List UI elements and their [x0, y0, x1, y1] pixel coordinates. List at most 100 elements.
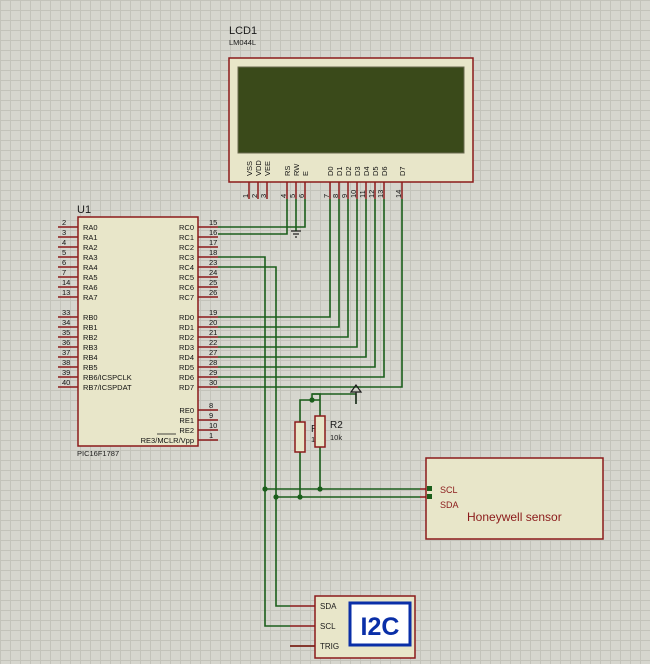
wire-rd7-d7	[218, 199, 403, 388]
mcu-left-pin-number: 4	[62, 238, 66, 247]
mcu-left-pin-name: RB6/ICSPCLK	[83, 373, 132, 382]
wire-vcc	[312, 393, 357, 404]
mcu-right-pin-number: 20	[209, 318, 217, 327]
mcu-right-pin-name: RD0	[179, 313, 194, 322]
wire-r2-top	[311, 393, 321, 416]
mcu-right-pin-name: RC5	[179, 273, 194, 282]
junctions	[262, 397, 323, 500]
resistor-r2-body	[314, 415, 326, 448]
mcu-right-pin-name: RC2	[179, 243, 194, 252]
mcu-right-pin-name: RE2	[179, 426, 194, 435]
resistor-r2[interactable]: R2 10k	[314, 415, 343, 448]
resistor-r1-body	[294, 421, 306, 453]
lcd-pin-name: VEE	[263, 161, 272, 176]
mcu-right-pin-number: 9	[209, 411, 213, 420]
mcu-right-pin-name: RD7	[179, 383, 194, 392]
mcu-right-pin-name: RD4	[179, 353, 194, 362]
mcu-left-pin-name: RB1	[83, 323, 98, 332]
mcu-left-pin-group: 2RA03RA14RA25RA36RA47RA514RA613RA733RB03…	[58, 218, 132, 392]
wire-rd2-d2	[218, 199, 349, 338]
lcd-pin-name: D7	[398, 166, 407, 176]
mcu-left-pin-name: RA7	[83, 293, 98, 302]
sensor-scl-pad	[427, 486, 432, 491]
mcu-left-pin-name: RB7/ICSPDAT	[83, 383, 132, 392]
mcu-left-pin-name: RB5	[83, 363, 98, 372]
wire-rc3-scl	[218, 256, 290, 627]
mcu-right-pin-number: 25	[209, 278, 217, 287]
mcu-pic[interactable]: U1 PIC16F1787 2RA03RA14RA25RA36RA47RA514…	[58, 204, 218, 458]
sensor-sda-label: SDA	[440, 500, 459, 510]
mcu-left-pin-name: RB2	[83, 333, 98, 342]
wires	[218, 199, 420, 647]
lcd-pin-name: RS	[283, 166, 292, 176]
lcd-pin-number: 8	[331, 194, 340, 198]
mcu-left-pin-name: RA0	[83, 223, 98, 232]
mcu-right-pin-name: RC1	[179, 233, 194, 242]
mcu-right-pin-number: 21	[209, 328, 217, 337]
lcd-pin-number: 13	[376, 190, 385, 198]
resistor-r2-ref: R2	[330, 420, 343, 431]
lcd-pin-number: 7	[322, 194, 331, 198]
lcd-pin-number: 11	[358, 190, 367, 198]
i2c-scl-label: SCL	[320, 622, 336, 631]
lcd-ref-label: LCD1	[229, 25, 257, 37]
mcu-left-pin-number: 5	[62, 248, 66, 257]
lcd-pin-number: 4	[279, 194, 288, 198]
wire-rd5-d5	[218, 199, 376, 368]
mcu-right-pin-number: 18	[209, 248, 217, 257]
junction-dot	[309, 397, 315, 403]
i2c-debugger[interactable]: SDA SCL TRIG I2C	[290, 595, 416, 659]
lcd-part-label: LM044L	[229, 38, 256, 47]
mcu-right-pin-number: 29	[209, 368, 217, 377]
lcd-pin-name: VDD	[254, 160, 263, 176]
mcu-right-pin-name: RC6	[179, 283, 194, 292]
i2c-badge-label: I2C	[361, 613, 400, 641]
mcu-right-pin-number: 30	[209, 378, 217, 387]
lcd-display[interactable]: LCD1 LM044L VSS1VDD2VEE3RS4RW5E6D07D18D2…	[228, 25, 474, 199]
sensor-title: Honeywell sensor	[467, 510, 562, 524]
lcd-pin-name: D2	[344, 166, 353, 176]
mcu-right-pin-number: 23	[209, 258, 217, 267]
mcu-right-pin-name: RD6	[179, 373, 194, 382]
mcu-left-pin-name: RB0	[83, 313, 98, 322]
junction-dot	[273, 494, 279, 500]
i2c-sda-label: SDA	[320, 602, 337, 611]
sensor-body	[425, 457, 604, 540]
mcu-right-pin-number: 22	[209, 338, 217, 347]
lcd-pin-number: 14	[394, 190, 403, 198]
i2c-trig-label: TRIG	[320, 642, 339, 651]
lcd-pin-number: 10	[349, 190, 358, 198]
lcd-pin-name: D5	[371, 166, 380, 176]
power-terminal	[349, 383, 363, 404]
mcu-left-pin-number: 39	[62, 368, 70, 377]
mcu-left-pin-number: 38	[62, 358, 70, 367]
mcu-right-pin-name: RD5	[179, 363, 194, 372]
sensor-sda-pad	[427, 494, 432, 499]
mcu-right-pin-group: 15RC016RC117RC218RC323RC424RC525RC626RC7…	[141, 218, 218, 445]
mcu-right-pin-name: RC4	[179, 263, 194, 272]
wire-rc0-e	[218, 199, 306, 228]
mcu-ref-label: U1	[77, 204, 91, 216]
lcd-pin-name: RW	[292, 163, 301, 176]
mcu-left-pin-name: RA4	[83, 263, 98, 272]
mcu-right-pin-number: 24	[209, 268, 217, 277]
sensor-scl-label: SCL	[440, 485, 458, 495]
honeywell-sensor[interactable]: SCL SDA Honeywell sensor	[420, 457, 604, 540]
mcu-body	[77, 216, 199, 447]
wire-rd1-d1	[218, 199, 340, 328]
ground-symbol	[291, 230, 301, 238]
mcu-left-pin-number: 36	[62, 338, 70, 347]
lcd-pin-name: D1	[335, 166, 344, 176]
lcd-pin-number: 2	[250, 194, 259, 198]
mcu-right-pin-name: RE0	[179, 406, 194, 415]
lcd-pin-number: 3	[259, 194, 268, 198]
mcu-right-pin-name: RD3	[179, 343, 194, 352]
mcu-right-pin-name: RD2	[179, 333, 194, 342]
mcu-right-pin-number: 16	[209, 228, 217, 237]
mcu-left-pin-number: 13	[62, 288, 70, 297]
lcd-pin-name: D4	[362, 166, 371, 176]
lcd-pin-name: D0	[326, 166, 335, 176]
lcd-pin-number: 9	[340, 194, 349, 198]
mcu-right-pin-number: 19	[209, 308, 217, 317]
